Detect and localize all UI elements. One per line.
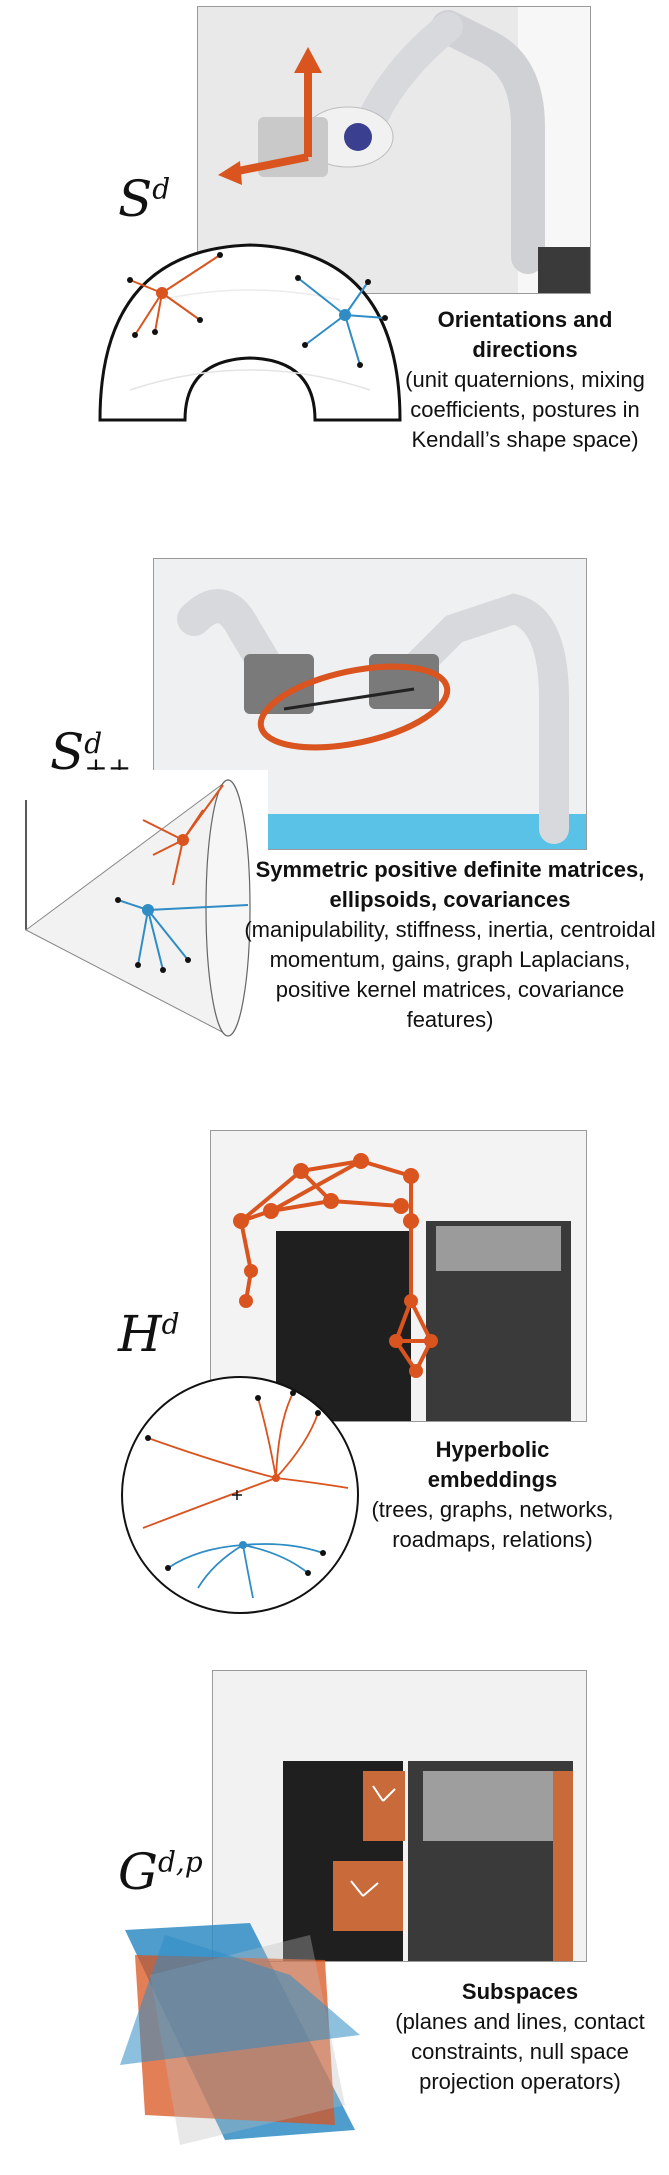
panel-hyperbolic: Hd Hyperbolic embeddings (trees	[0, 1125, 669, 1635]
caption-hyperbolic: Hyperbolic embeddings (trees, graphs, ne…	[370, 1435, 615, 1555]
symbol-sup: d	[84, 727, 103, 760]
caption-description: (manipulability, stiffness, inertia, cen…	[244, 917, 656, 1032]
center-cross-icon	[232, 1490, 242, 1500]
symbol-sup: d,p	[157, 1845, 203, 1879]
blue-cluster	[115, 897, 249, 973]
caption-title: Subspaces	[461, 1979, 579, 2004]
hyperbolic-graph-illustration	[211, 1131, 586, 1421]
caption-subspaces: Subspaces (planes and lines, contact con…	[385, 1977, 655, 2097]
symbol-hyperbolic: Hd	[118, 1305, 180, 1363]
panel-sphere: Sd Orientations and dir	[0, 0, 669, 530]
blue-cluster	[167, 1543, 324, 1599]
symbol-letter: H	[118, 1305, 162, 1363]
contact-constraints-illustration	[213, 1671, 586, 1961]
blue-cluster	[295, 275, 388, 368]
caption-description: (trees, graphs, networks, roadmaps, rela…	[371, 1497, 614, 1552]
plane-blue-2	[120, 1935, 360, 2065]
symbol-letter: G	[118, 1843, 158, 1901]
symbol-sup: d	[161, 1307, 180, 1341]
caption-sphere: Orientations and directions (unit quater…	[400, 305, 650, 455]
symbol-sup: d	[152, 172, 171, 206]
symbol-sphere: Sd	[118, 170, 170, 228]
symbol-subspaces: Gd,p	[118, 1843, 203, 1901]
caption-title: Orientations and directions	[437, 307, 613, 362]
spd-cone-diagram	[18, 770, 268, 1040]
orange-cluster	[142, 1392, 349, 1529]
sphere-diagram	[98, 243, 402, 422]
robot-photo-subspaces	[212, 1670, 587, 1962]
symbol-letter: S	[118, 170, 153, 228]
caption-description: (planes and lines, contact constraints, …	[395, 2009, 645, 2094]
panel-subspaces: Gd,p Subspaces (planes and lines, contac…	[0, 1665, 669, 2175]
caption-title: Symmetric positive definite matrices, el…	[255, 857, 645, 912]
orange-cluster	[142, 784, 224, 886]
caption-title: Hyperbolic embeddings	[427, 1437, 558, 1492]
caption-description: (unit quaternions, mixing coefficients, …	[405, 367, 645, 452]
subspaces-planes-diagram	[120, 1923, 360, 2145]
caption-spd: Symmetric positive definite matrices, el…	[240, 855, 660, 1035]
robot-photo-hyperbolic	[210, 1130, 587, 1422]
orange-cluster	[127, 252, 223, 338]
poincare-disk-diagram	[121, 1376, 359, 1614]
